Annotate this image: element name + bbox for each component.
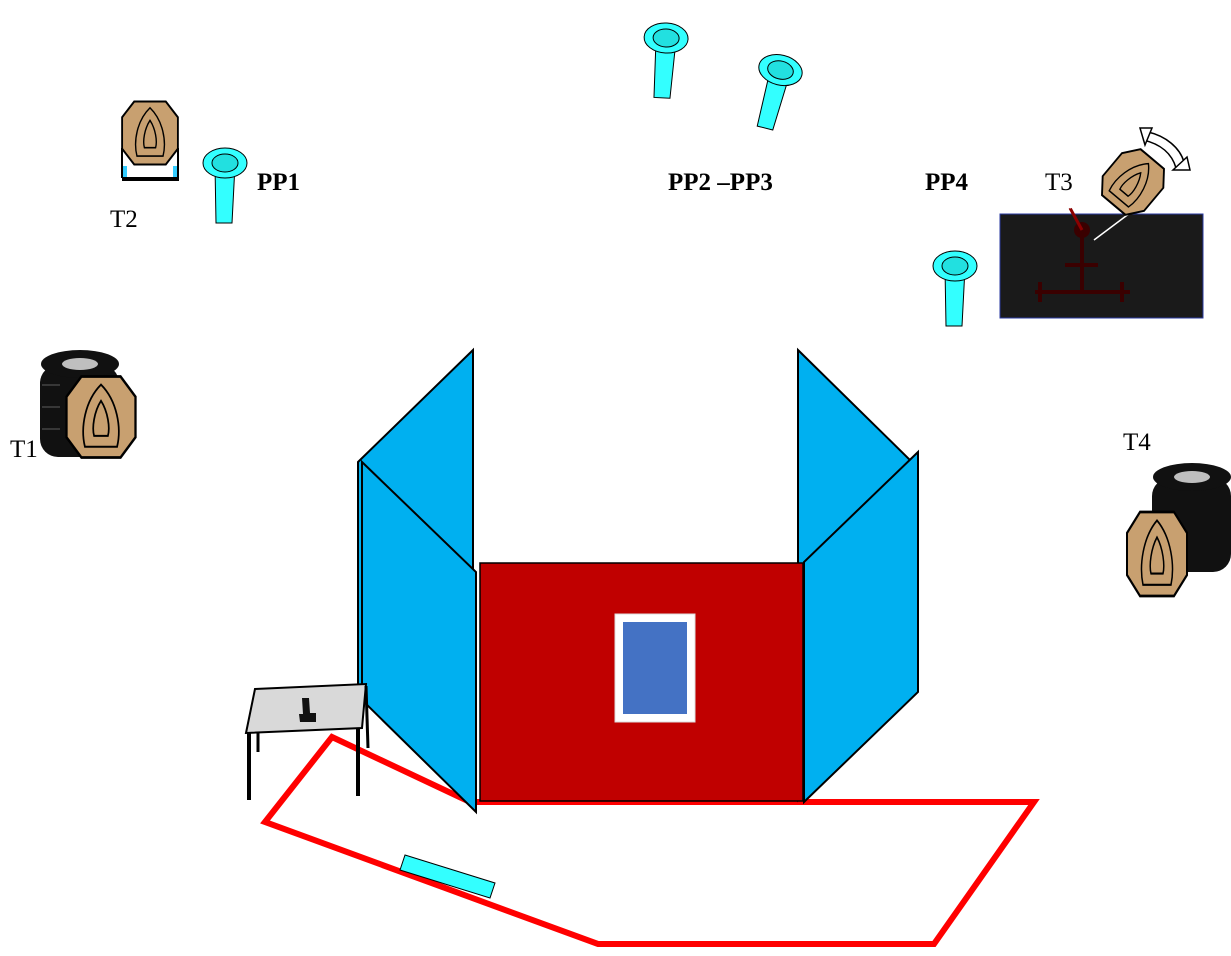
pp1-cone-icon <box>202 147 248 224</box>
label-pp2-pp3: PP2 –PP3 <box>668 169 773 196</box>
pp3-cone-icon <box>744 49 806 135</box>
label-t3: T3 <box>1045 169 1073 196</box>
pp2-cone-icon <box>640 21 690 100</box>
left-panel-front <box>361 459 477 815</box>
pp4-cone-icon <box>932 250 978 327</box>
label-t4: T4 <box>1123 429 1151 456</box>
label-pp1: PP1 <box>257 169 301 196</box>
rotate-arrow-icon <box>1138 127 1191 171</box>
right-panel-front <box>803 449 919 805</box>
pistol-icon <box>299 698 316 722</box>
t2-target-icon <box>121 100 179 181</box>
t3-dark-box <box>999 213 1204 319</box>
t3-swinger-mechanism <box>1035 177 1135 302</box>
t3-target-icon <box>1092 140 1174 224</box>
t4-tire-stack-icon <box>1125 463 1231 598</box>
label-pp4: PP4 <box>925 169 969 196</box>
step-board <box>399 854 496 899</box>
window-pane <box>623 622 687 714</box>
t1-tire-stack-icon <box>40 350 137 459</box>
label-t2: T2 <box>110 206 138 233</box>
label-t1: T1 <box>10 436 38 463</box>
fault-line <box>260 733 1040 947</box>
table-icon <box>244 682 370 800</box>
